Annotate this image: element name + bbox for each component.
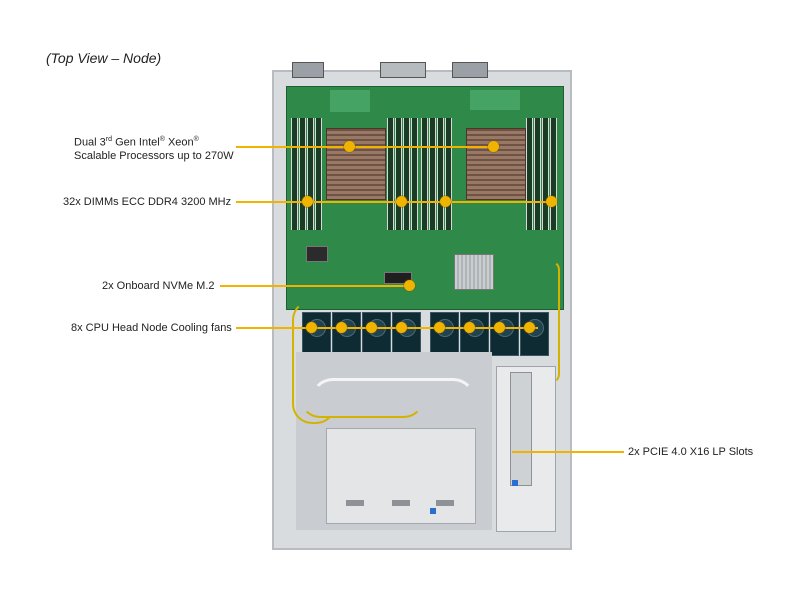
callout-dimm-label: 32x DIMMs ECC DDR4 3200 MHz: [63, 196, 232, 208]
fan-icon: [392, 312, 421, 356]
callout-dot: [306, 322, 317, 333]
callout-dot: [302, 196, 313, 207]
power-distribution-board: [326, 428, 476, 524]
callout-dot: [464, 322, 475, 333]
fan-icon: [490, 312, 519, 356]
callout-dot: [494, 322, 505, 333]
callout-dot: [336, 322, 347, 333]
callout-dot: [404, 280, 415, 291]
callout-fans-line: [236, 327, 538, 329]
callout-pcie-label: 2x PCIE 4.0 X16 LP Slots: [628, 446, 754, 458]
callout-dot: [396, 196, 407, 207]
fan-icon: [332, 312, 361, 356]
callout-dot: [396, 322, 407, 333]
rear-connector-left: [292, 62, 324, 78]
callout-dot: [434, 322, 445, 333]
callout-dot: [524, 322, 535, 333]
callout-cpu-line: [236, 146, 494, 148]
callout-pcie-line: [512, 451, 624, 453]
fan-icon: [362, 312, 391, 356]
pcie-slot: [510, 372, 532, 486]
callout-dot: [488, 141, 499, 152]
rear-connector-mid: [380, 62, 426, 78]
cpu-heatsink-icon: [466, 128, 526, 200]
callout-dot: [440, 196, 451, 207]
callout-cpu-label: Dual 3rd Gen Intel® Xeon® Scalable Proce…: [74, 136, 234, 162]
rear-connector-right: [452, 62, 488, 78]
fan-icon: [430, 312, 459, 356]
callout-dimm-line: [236, 201, 554, 203]
dimm-bank-3: [526, 118, 562, 230]
callout-dot: [546, 196, 557, 207]
diagram-title: (Top View – Node): [46, 50, 162, 66]
callout-fans-label: 8x CPU Head Node Cooling fans: [71, 322, 232, 334]
callout-dot: [344, 141, 355, 152]
fan-icon: [460, 312, 489, 356]
callout-dot: [366, 322, 377, 333]
chipset-heatsink: [454, 254, 494, 290]
cpu-heatsink-icon: [326, 128, 386, 200]
dimm-bank-2: [387, 118, 459, 230]
callout-nvme-line: [220, 285, 410, 287]
dimm-bank-1: [291, 118, 327, 230]
bmc-chip: [306, 246, 328, 262]
callout-nvme-label: 2x Onboard NVMe M.2: [102, 280, 215, 292]
